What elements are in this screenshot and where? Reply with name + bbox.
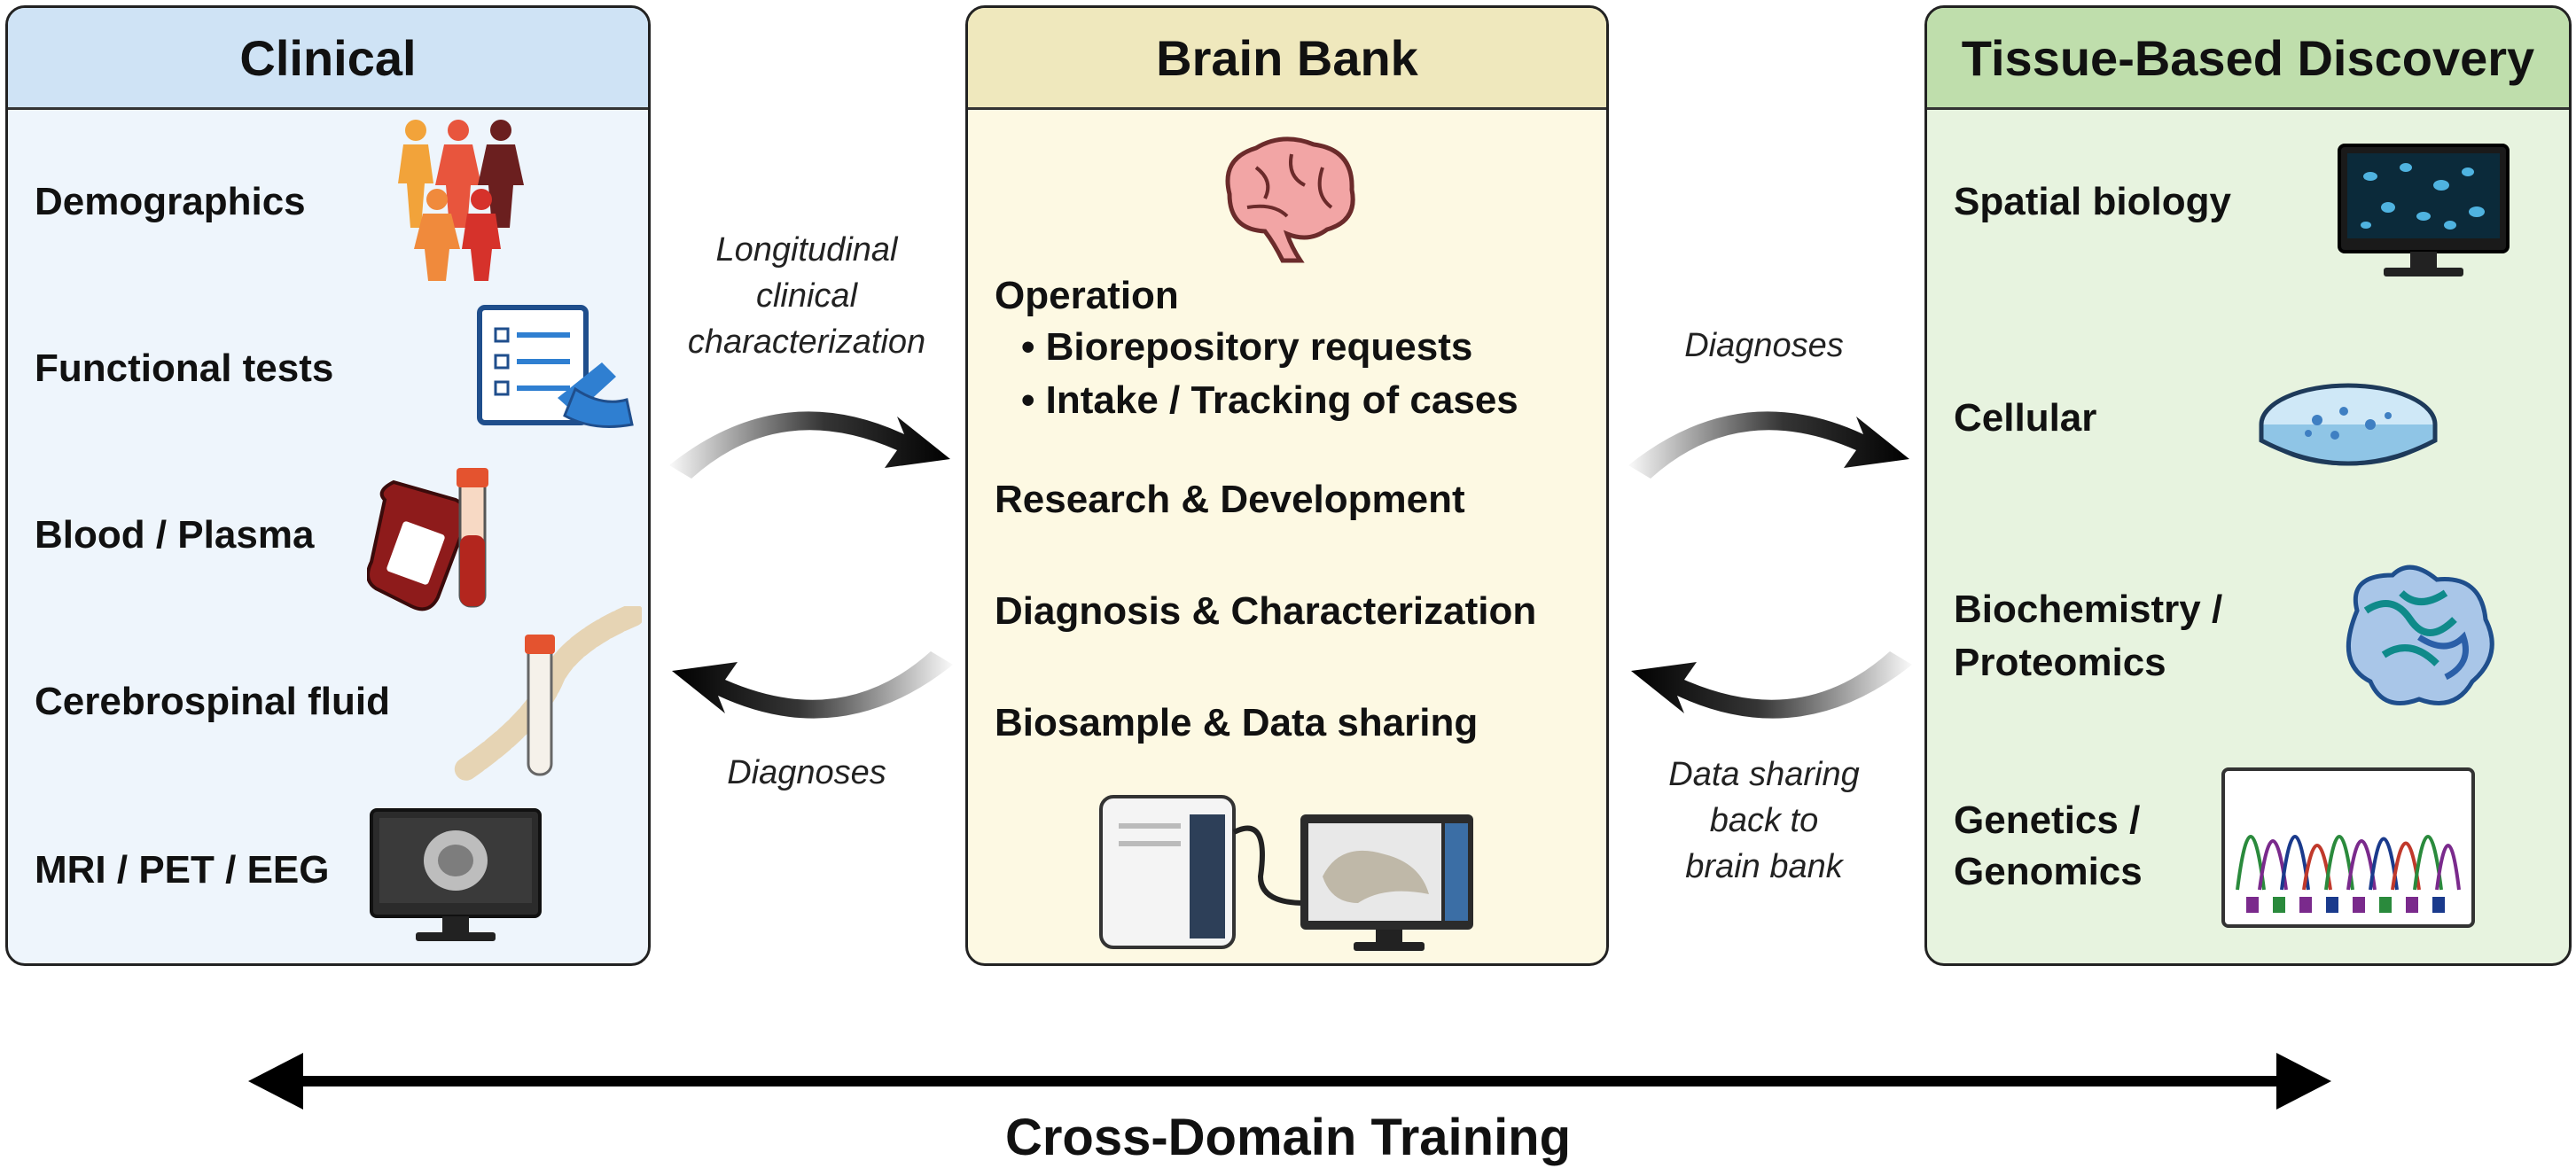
- checklist-icon: [477, 305, 634, 428]
- flow-line-1: Data sharing: [1668, 756, 1860, 793]
- functional-tests-label: Functional tests: [35, 347, 334, 390]
- clinical-panel: Clinical Demographics Functional tests B…: [5, 5, 651, 966]
- flow-line-2: back to: [1709, 802, 1819, 839]
- monitor-cells-icon: [2338, 144, 2510, 276]
- cross-domain-double-arrow: [248, 1053, 2331, 1110]
- brain-bank-title: Brain Bank: [968, 8, 1606, 110]
- proteomics-label: Proteomics: [1954, 641, 2166, 684]
- flow-line-1: Longitudinal: [715, 231, 898, 269]
- petri-dish-icon: [2259, 383, 2438, 466]
- diagnoses-left-label: Diagnoses: [727, 754, 886, 791]
- brain-icon: [1225, 136, 1355, 263]
- flow-line-3: characterization: [687, 323, 926, 361]
- data-sharing-back-label: Data sharing back to brain bank: [1613, 752, 1915, 890]
- tissue-based-discovery-panel: Tissue-Based Discovery Spatial biology C…: [1924, 5, 2572, 966]
- people-icon: [398, 120, 524, 281]
- blood-plasma-label: Blood / Plasma: [35, 513, 315, 557]
- flow-line-2: clinical: [755, 277, 858, 315]
- blood-bag-icon: [367, 468, 488, 611]
- clinical-title: Clinical: [8, 8, 648, 110]
- slide-scanner-workstation-icon: [1099, 795, 1473, 951]
- monitor-brain-scan-icon: [370, 808, 542, 941]
- bullet-intake: • Intake / Tracking of cases: [1021, 378, 1518, 422]
- cross-domain-training-label: Cross-Domain Training: [1004, 1109, 1572, 1166]
- diagnosis-characterization-label: Diagnosis & Characterization: [995, 589, 1537, 633]
- arrow-tissue-to-bank: [1631, 651, 1912, 719]
- bullet-biorepository: • Biorepository requests: [1021, 325, 1473, 369]
- genomics-label: Genomics: [1954, 850, 2143, 893]
- tissue-title: Tissue-Based Discovery: [1927, 8, 2569, 110]
- arrow-clinical-to-bank: [669, 411, 950, 479]
- biosample-data-sharing-label: Biosample & Data sharing: [995, 701, 1479, 744]
- protein-structure-icon: [2346, 565, 2494, 705]
- biorepository-requests-label: Biorepository requests: [1045, 325, 1473, 369]
- demographics-label: Demographics: [35, 180, 306, 223]
- flow-line-3: brain bank: [1685, 848, 1843, 885]
- spine-tube-icon: [453, 606, 642, 782]
- sequencing-chromatogram-icon: [2221, 767, 2475, 928]
- genetics-label: Genetics /: [1954, 798, 2141, 842]
- arrow-bank-to-tissue: [1628, 411, 1909, 479]
- longitudinal-characterization-label: Longitudinal clinical characterization: [656, 227, 957, 365]
- diagnoses-right-label: Diagnoses: [1684, 327, 1844, 364]
- intake-tracking-label: Intake / Tracking of cases: [1045, 378, 1518, 422]
- biochemistry-label: Biochemistry /: [1954, 588, 2223, 631]
- brain-bank-panel: Brain Bank Operation • Biorepository req…: [965, 5, 1609, 966]
- operation-label: Operation: [995, 274, 1179, 317]
- spatial-biology-label: Spatial biology: [1954, 180, 2231, 223]
- cellular-label: Cellular: [1954, 396, 2097, 440]
- research-development-label: Research & Development: [995, 478, 1465, 521]
- arrow-bank-to-clinical: [672, 651, 953, 719]
- mri-pet-eeg-label: MRI / PET / EEG: [35, 848, 330, 892]
- csf-label: Cerebrospinal fluid: [35, 680, 390, 723]
